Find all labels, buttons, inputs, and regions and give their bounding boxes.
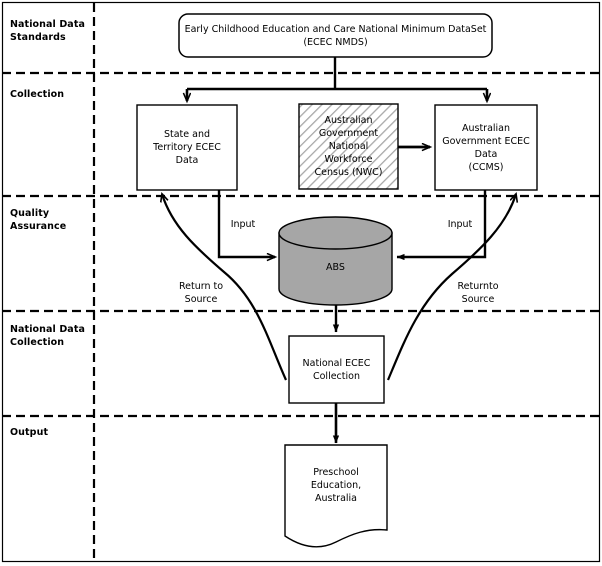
node-label-australian-government-ecec-data-ccms: Australian Government ECEC Data (CCMS)	[442, 122, 530, 173]
edge-label-input-right: Input	[447, 219, 473, 230]
node-label-ecec-nmds: Early Childhood Education and Care Natio…	[184, 23, 487, 48]
node-abs-database-shape[interactable]	[278, 216, 393, 306]
node-label-preschool-education-australia: Preschool Education, Australia	[310, 466, 362, 504]
node-preschool-education-australia-shape[interactable]	[284, 444, 388, 548]
connector-return-to-source-left	[162, 194, 288, 381]
node-national-ecec-collection-shape[interactable]	[288, 335, 385, 404]
node-australian-government-ecec-data-ccms-shape[interactable]	[434, 104, 538, 191]
node-australian-government-nwc-shape[interactable]	[298, 103, 399, 190]
lane-label-quality-assurance: Quality Assurance	[10, 208, 67, 232]
connector-ccms-to-abs	[396, 190, 487, 261]
lane-label-output: Output	[10, 427, 49, 438]
node-ecec-nmds-shape[interactable]	[178, 13, 493, 58]
node-label-abs-database: ABS	[326, 261, 345, 273]
edge-label-return-to-source-left: Return to Source	[178, 281, 224, 305]
edge-label-input-left: Input	[230, 219, 256, 230]
connector-state-territory-to-abs	[217, 190, 275, 257]
node-label-australian-government-nwc: Australian Government National Workforce…	[314, 115, 383, 178]
lane-label-national-data-collection: National Data Collection	[10, 324, 85, 348]
node-state-territory-ecec-data-shape[interactable]	[136, 104, 238, 191]
lane-label-collection: Collection	[10, 89, 65, 100]
lane-label-national-data-standards: National Data Standards	[10, 19, 85, 43]
connector-return-to-source-right	[386, 194, 516, 381]
node-label-national-ecec-collection: National ECEC Collection	[302, 357, 371, 382]
node-label-state-territory-ecec-data: State and Territory ECEC Data	[153, 129, 221, 166]
edge-label-return-to-source-right: Returnto Source	[457, 281, 499, 305]
